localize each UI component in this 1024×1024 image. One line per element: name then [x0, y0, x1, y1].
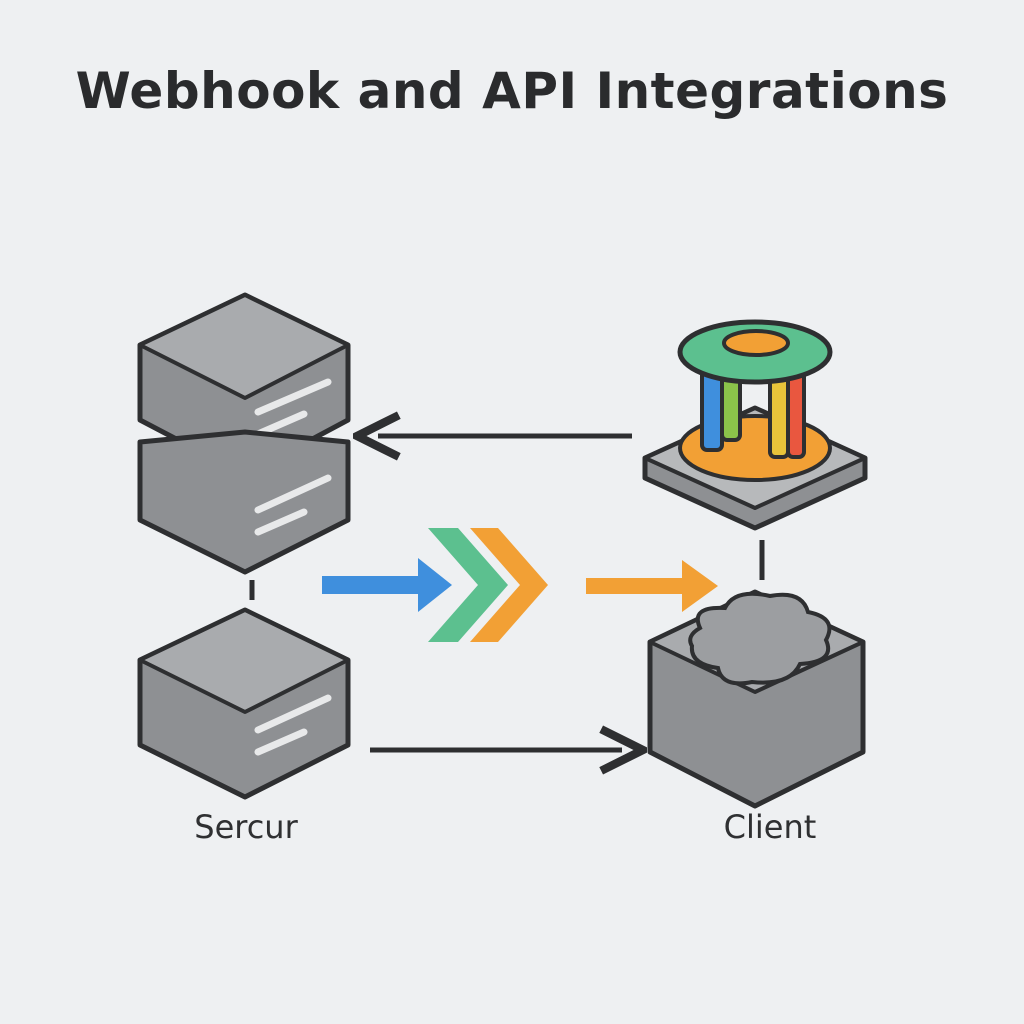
- page-title: Webhook and API Integrations: [75, 62, 949, 120]
- client-cube-icon: [647, 589, 866, 809]
- flow-chevrons-icon: [322, 528, 718, 642]
- server-label: Sercur: [194, 808, 298, 846]
- server-box-2: [137, 429, 351, 575]
- api-gateway-icon: [642, 319, 868, 531]
- server-box-1: [137, 292, 351, 478]
- server-icon: [137, 607, 351, 800]
- client-label: Client: [723, 808, 817, 846]
- server-stack-icon: [137, 292, 351, 575]
